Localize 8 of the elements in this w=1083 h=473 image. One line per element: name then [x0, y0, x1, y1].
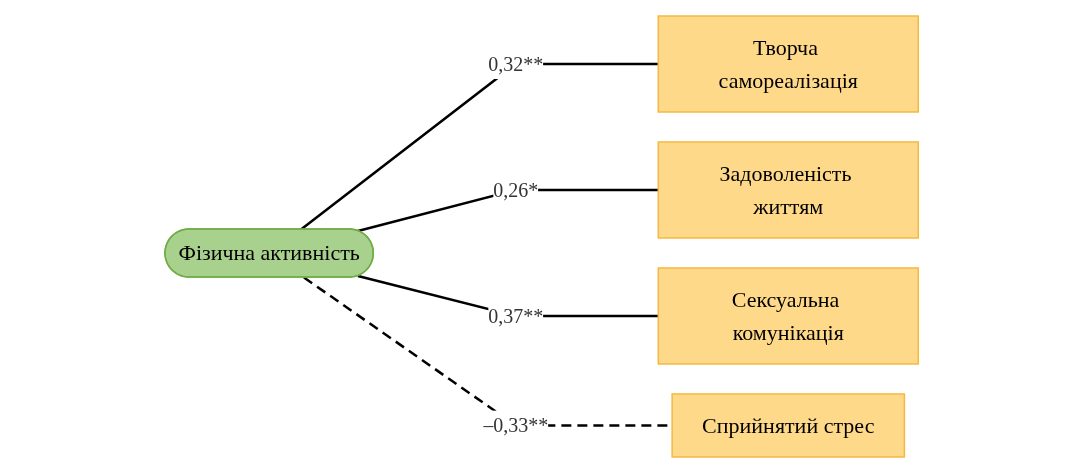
node-box: Сексуальна комунікація — [657, 267, 919, 365]
edge-label: –0,33** — [483, 414, 549, 437]
node-box: Творча самореалізація — [657, 15, 919, 113]
edge-label: 0,37** — [488, 304, 544, 327]
edge-label: 0,32** — [488, 53, 544, 75]
node-box: Сприйнятий стрес — [671, 393, 905, 458]
edge-label: 0,26* — [493, 178, 539, 201]
node-box: Задоволеність життям — [657, 141, 919, 239]
